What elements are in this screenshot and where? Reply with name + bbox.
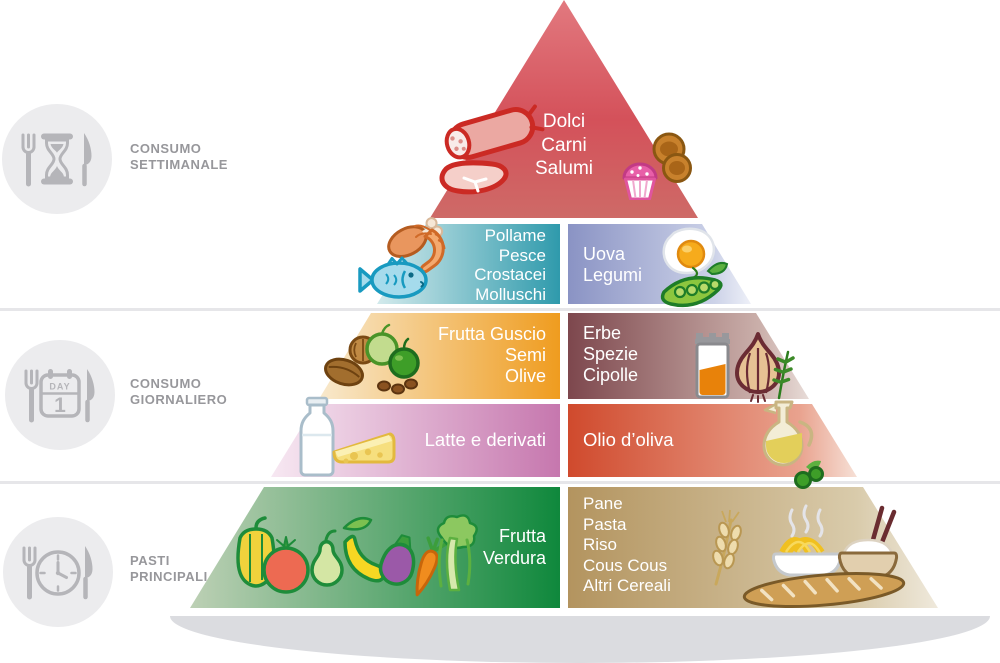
weekly-label-line2: SETTIMANALE [130, 156, 228, 172]
wheat-icon [712, 509, 742, 586]
daily-badge: DAY 1 [5, 340, 115, 450]
text-line: Semi [504, 345, 546, 365]
celery-icon [436, 514, 478, 592]
rice-bowl-icon [837, 505, 899, 580]
banana-icon [342, 517, 386, 583]
pea-pod-icon [660, 261, 729, 308]
daily-label-line2: GIORNALIERO [130, 391, 228, 407]
text-line: Pesce [498, 245, 546, 265]
text-dairy: Latte e derivati [330, 429, 546, 451]
text-fruit-vegetables: Frutta Verdura [376, 526, 546, 569]
olive-oil-icon [746, 396, 826, 492]
cutlery-hourglass-icon [21, 133, 92, 187]
text-sweets-meat: Dolci Carni Salumi [430, 110, 698, 181]
knife-icon [82, 133, 92, 187]
text-line: Pasta [583, 514, 627, 534]
salami-meat-icon [428, 95, 553, 200]
text-poultry-fish: Pollame Pesce Crostacei Molluschi [346, 226, 546, 304]
calendar-icon: DAY 1 [39, 369, 81, 418]
text-line: Uova [583, 244, 626, 264]
fork-icon [24, 369, 39, 423]
milk-bottle-icon [299, 396, 335, 477]
weekly-label: CONSUMO SETTIMANALE [130, 141, 228, 172]
knife-icon [83, 546, 93, 600]
grains-bread-icon [696, 496, 938, 610]
spice-jar-icon [695, 333, 730, 399]
text-line: Olio d’oliva [583, 429, 674, 450]
calendar-day-label: DAY [49, 382, 70, 392]
daily-label: CONSUMO GIORNALIERO [130, 376, 227, 407]
text-line: Latte e derivati [424, 429, 546, 450]
text-line: Cous Cous [583, 555, 668, 575]
clock-icon [35, 550, 81, 596]
text-line: Legumi [583, 265, 643, 285]
fish-seafood-icon [358, 214, 470, 314]
eggplant-icon [378, 534, 416, 586]
drumstick-icon [387, 217, 444, 258]
calendar-day-number: 1 [54, 394, 66, 417]
text-line: Riso [583, 535, 618, 554]
text-line: Pollame [484, 226, 546, 245]
baguette-icon [742, 572, 906, 608]
text-line: Frutta [498, 526, 546, 546]
nuts-olives-icon [318, 320, 440, 400]
text-line: Crostacei [474, 265, 546, 284]
weekly-label-line1: CONSUMO [130, 141, 202, 156]
tomato-icon [262, 536, 310, 594]
spices-onion-icon [686, 326, 796, 404]
daily-label-line1: CONSUMO [130, 376, 202, 391]
carrot-icon [415, 536, 447, 597]
text-line: Dolci [542, 111, 586, 132]
text-line: Altri Cereali [583, 576, 671, 595]
fork-icon [21, 133, 36, 187]
cutlery-clock-icon [22, 546, 93, 600]
meals-label-line1: PASTI [130, 553, 170, 568]
pear-icon [310, 529, 344, 587]
fried-egg-icon [662, 227, 716, 289]
text-olive-oil: Olio d’oliva [583, 429, 674, 451]
fork-icon [22, 546, 37, 600]
text-line: Erbe [583, 323, 622, 343]
herb-sprig-icon [772, 350, 795, 400]
weekly-badge [2, 104, 112, 214]
text-nuts-seeds-olives: Frutta Guscio Semi Olive [330, 324, 546, 387]
text-line: Frutta Guscio [437, 324, 546, 344]
knife-icon [85, 369, 95, 423]
meals-label-line2: PRINCIPALI [130, 568, 208, 584]
text-line: Spezie [583, 344, 639, 364]
text-line: Olive [504, 366, 546, 386]
meals-badge [3, 517, 113, 627]
cheese-icon [332, 432, 396, 464]
text-grains: Pane Pasta Riso Cous Cous Altri Cereali [583, 494, 671, 597]
sweets-icon [616, 128, 696, 200]
divider-weekly-daily [0, 308, 1000, 311]
text-eggs-legumes: Uova Legumi [583, 244, 642, 286]
meals-label: PASTI PRINCIPALI [130, 553, 208, 584]
milk-cheese-icon [294, 394, 398, 484]
fruits-vegetables-icon [224, 500, 484, 606]
text-herbs-spices-onions: Erbe Spezie Cipolle [583, 323, 638, 386]
text-line: Pane [583, 494, 623, 513]
onion-icon [735, 332, 781, 403]
fish-icon [358, 256, 428, 299]
text-line: Carni [541, 134, 587, 156]
text-line: Salumi [534, 158, 594, 179]
spaghetti-bowl-icon [771, 504, 843, 577]
cutlery-calendar-icon: DAY 1 [24, 369, 95, 423]
text-line: Molluschi [475, 284, 546, 304]
hourglass-icon [41, 133, 73, 185]
text-line: Verdura [482, 547, 546, 568]
pyramid-shadow [170, 616, 990, 663]
divider-daily-meals [0, 481, 1000, 484]
egg-peas-icon [646, 226, 744, 314]
text-line: Cipolle [583, 365, 639, 385]
